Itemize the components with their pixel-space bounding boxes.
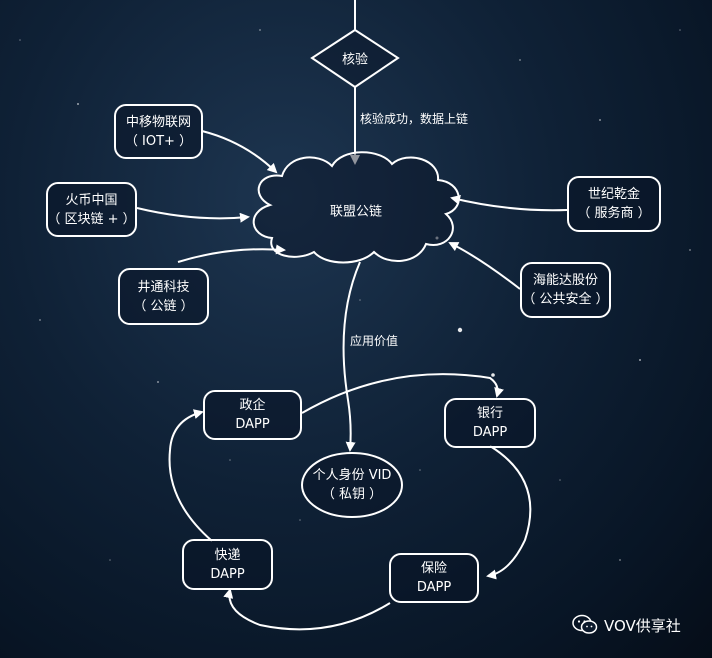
partner-node-huobi: 火币中国 （ 区块链 + ） xyxy=(46,182,137,237)
identity-subtitle: （ 私钥 ） xyxy=(321,487,383,502)
wechat-icon xyxy=(572,614,598,634)
dapp-type: DAPP xyxy=(235,417,270,432)
arrow-jingtong xyxy=(177,244,286,263)
watermark-text: VOV供享社 xyxy=(604,616,681,635)
verify-label: 核验 xyxy=(341,52,369,68)
arrow-shiji xyxy=(450,195,568,212)
identity-label: 个人身份 VID （ 私钥 ） xyxy=(302,466,402,504)
partner-name: 火币中国 xyxy=(65,192,118,208)
dapp-name: 保险 xyxy=(420,561,447,576)
dapp-node-insurance: 保险 DAPP xyxy=(389,553,479,603)
dapp-node-bank: 银行 DAPP xyxy=(444,398,536,448)
edge-label-verify-success: 核验成功，数据上链 xyxy=(360,112,469,126)
alliance-chain-label: 联盟公链 xyxy=(329,204,383,220)
partner-node-cmiot: 中移物联网 （ IOT+ ） xyxy=(114,104,203,159)
partner-name: 井通科技 xyxy=(137,279,190,295)
alliance-chain-cloud xyxy=(252,151,460,264)
arrow-express-to-zhengqi xyxy=(168,409,213,542)
dapp-name: 银行 xyxy=(476,406,503,421)
partner-role: （ 服务商 ） xyxy=(577,206,651,221)
arrow-bank-to-insurance xyxy=(486,445,532,580)
dapp-node-government: 政企 DAPP xyxy=(203,390,302,440)
arrow-insurance-to-express xyxy=(223,588,391,631)
partner-node-hainengda: 海能达股份 （ 公共安全 ） xyxy=(520,262,611,318)
identity-title: 个人身份 VID xyxy=(312,468,392,483)
partner-role: （ 公共安全 ） xyxy=(522,292,609,307)
dapp-name: 政企 xyxy=(239,398,266,413)
partner-role: （ IOT+ ） xyxy=(124,133,193,149)
arrow-cmiot xyxy=(201,130,278,174)
dapp-type: DAPP xyxy=(472,425,508,440)
arrow-zhengqi-to-bank xyxy=(301,373,504,414)
dapp-name: 快递 xyxy=(214,547,241,563)
dapp-node-express: 快递 DAPP xyxy=(182,539,273,590)
partner-name: 世纪乾金 xyxy=(587,187,640,202)
partner-name: 海能达股份 xyxy=(532,273,598,288)
arrow-huobi xyxy=(136,207,250,223)
dapp-type: DAPP xyxy=(210,566,245,582)
identity-ellipse xyxy=(301,452,403,518)
partner-name: 中移物联网 xyxy=(125,114,191,130)
wechat-watermark: VOV供享社 xyxy=(572,614,681,636)
edge-label-application-value: 应用价值 xyxy=(350,334,399,348)
partner-node-jingtong: 井通科技 （ 公链 ） xyxy=(118,268,209,325)
dapp-type: DAPP xyxy=(416,580,452,595)
partner-role: （ 公链 ） xyxy=(133,298,194,314)
partner-node-shiji: 世纪乾金 （ 服务商 ） xyxy=(567,176,661,232)
arrow-hainengda xyxy=(448,242,521,290)
partner-role: （ 区块链 + ） xyxy=(47,211,136,227)
chain-to-identity-arrow xyxy=(342,261,361,452)
